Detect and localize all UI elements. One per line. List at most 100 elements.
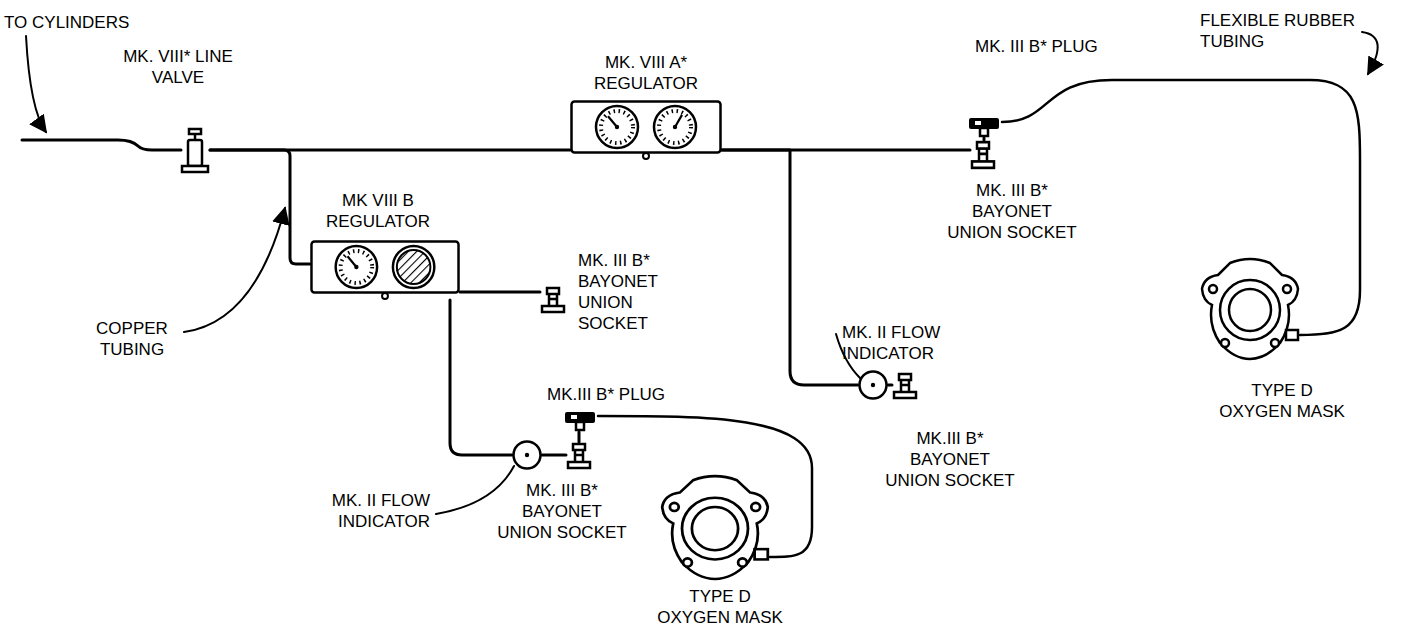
symbol-stroke	[573, 444, 585, 450]
cylinder-pipe	[22, 140, 181, 150]
symbol-stroke	[738, 558, 747, 566]
symbol-stroke	[615, 125, 619, 129]
part-label: MK. VIII* LINE VALVE	[123, 46, 233, 88]
symbol-stroke	[858, 370, 888, 400]
symbol-stroke	[899, 374, 911, 380]
part-label: MK. III B* BAYONET UNION SOCKET	[578, 250, 688, 334]
symbol-stroke	[901, 380, 909, 392]
part-label: MK. II FLOW INDICATOR	[842, 322, 962, 364]
symbol-stroke	[1286, 330, 1298, 340]
symbol-stroke	[397, 250, 431, 284]
symbol-stroke	[514, 442, 541, 469]
symbol-stroke	[182, 166, 208, 172]
symbol-stroke	[512, 440, 542, 470]
symbol-stroke	[601, 111, 633, 143]
pipe-label: COPPER TUBING	[82, 318, 182, 360]
symbol-stroke	[654, 106, 696, 148]
symbol-stroke	[562, 410, 598, 432]
symbol-stroke	[354, 265, 358, 269]
symbol-stroke	[570, 100, 722, 160]
symbol-stroke	[576, 422, 584, 430]
symbol-stroke	[975, 121, 981, 125]
symbol-stroke	[311, 242, 458, 293]
part-label: MK. III B* PLUG	[975, 36, 1145, 57]
regulator: MK VIII B REGULATOR	[310, 240, 460, 300]
symbol-stroke	[341, 251, 373, 283]
symbol-stroke	[1220, 280, 1280, 340]
symbol-stroke	[542, 306, 564, 312]
part-label: MK. III B* BAYONET UNION SOCKET	[945, 180, 1080, 243]
symbol-stroke	[751, 503, 760, 511]
flow-leader	[436, 466, 514, 514]
symbol-stroke	[549, 294, 557, 306]
symbol-stroke	[970, 140, 996, 170]
line-valve: MK. VIII* LINE VALVE	[180, 128, 210, 174]
regulator: MK. VIII A* REGULATOR	[570, 100, 722, 160]
symbol-stroke	[894, 392, 916, 398]
symbol-stroke	[860, 372, 887, 399]
part-label: MK VIII B REGULATOR	[318, 190, 438, 232]
symbol-stroke	[575, 450, 583, 462]
copper-tubing	[542, 454, 566, 457]
copper-tubing	[722, 150, 858, 385]
symbol-stroke	[980, 128, 988, 136]
symbol-stroke	[682, 498, 748, 560]
bayonet-plug: MK.III B* PLUG	[562, 410, 598, 432]
pipe-label: TO CYLINDERS	[4, 12, 174, 33]
symbol-stroke	[966, 116, 1002, 138]
symbol-stroke	[1271, 339, 1279, 347]
flow-indicator: MK. II FLOW INDICATOR	[512, 440, 542, 470]
oxygen-mask: TYPE D OXYGEN MASK	[1200, 255, 1300, 360]
symbol-stroke	[659, 111, 691, 143]
copper-tubing	[888, 384, 892, 387]
symbol-stroke	[683, 558, 692, 566]
part-label: MK.III B* PLUG	[547, 384, 717, 405]
symbol-stroke	[1283, 285, 1291, 293]
part-label: MK. III B* BAYONET UNION SOCKET	[495, 480, 630, 543]
bayonet-socket: MK. III B* BAYONET UNION SOCKET	[970, 140, 996, 170]
symbol-stroke	[566, 413, 594, 422]
symbol-stroke	[673, 125, 677, 129]
copper-tubing	[210, 150, 310, 264]
symbol-stroke	[1221, 339, 1229, 347]
symbol-stroke	[336, 246, 377, 288]
symbol-stroke	[310, 240, 460, 300]
copper-tubing	[983, 138, 986, 140]
symbol-stroke	[977, 142, 989, 148]
symbol-stroke	[970, 119, 998, 128]
symbol-stroke	[180, 128, 210, 174]
symbol-stroke	[972, 161, 994, 167]
symbol-stroke	[692, 507, 738, 550]
symbol-stroke	[1200, 255, 1300, 360]
copper-tubing	[460, 291, 540, 294]
symbol-stroke	[755, 549, 768, 559]
part-label: MK. VIII A* REGULATOR	[586, 52, 706, 94]
bayonet-socket: MK. III B* BAYONET UNION SOCKET	[540, 286, 566, 314]
copper-tubing	[578, 432, 581, 442]
copper-tubing	[450, 300, 512, 455]
symbol-stroke	[382, 293, 388, 299]
pipe-label: FLEXIBLE RUBBER TUBING	[1200, 10, 1375, 52]
cylinder-leader	[26, 36, 46, 132]
bayonet-plug: MK. III B* PLUG	[966, 116, 1002, 138]
symbol-stroke	[547, 288, 559, 294]
part-label: TYPE D OXYGEN MASK	[654, 586, 786, 628]
symbol-stroke	[566, 442, 592, 470]
symbol-stroke	[643, 153, 649, 159]
symbol-stroke	[1229, 289, 1271, 331]
symbol-stroke	[871, 383, 875, 387]
symbol-stroke	[662, 476, 768, 579]
symbol-stroke	[670, 503, 679, 511]
bayonet-socket: MK. III B* BAYONET UNION SOCKET	[566, 442, 592, 470]
symbol-stroke	[540, 286, 566, 314]
symbol-stroke	[568, 462, 590, 468]
symbol-stroke	[660, 472, 770, 580]
oxygen-mask: TYPE D OXYGEN MASK	[660, 472, 770, 580]
symbol-stroke	[393, 246, 434, 288]
part-label: TYPE D OXYGEN MASK	[1216, 380, 1348, 422]
symbol-stroke	[596, 106, 638, 148]
symbol-stroke	[525, 453, 529, 457]
flow-indicator: MK. II FLOW INDICATOR	[858, 370, 888, 400]
symbol-stroke	[892, 372, 918, 400]
